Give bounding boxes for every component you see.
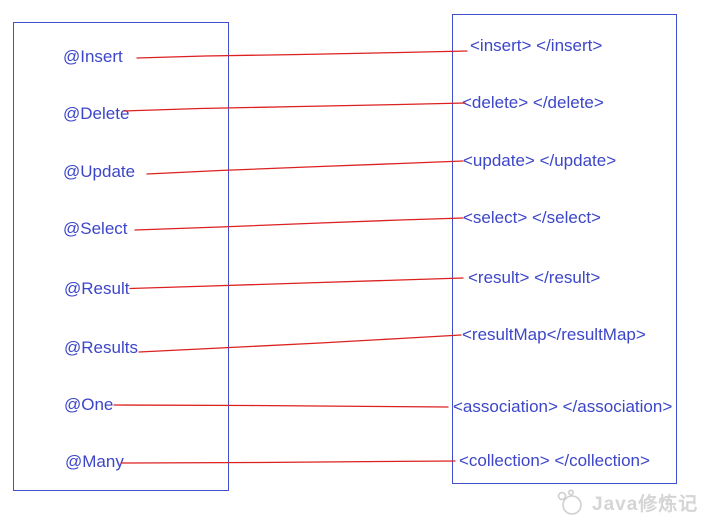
annotation-insert: @Insert <box>63 47 123 66</box>
annotation-select: @Select <box>63 219 128 238</box>
annotations-box <box>13 22 229 491</box>
xml-tag-collection: <collection> </collection> <box>459 451 650 470</box>
annotation-delete: @Delete <box>63 104 130 123</box>
xml-tag-update: <update> </update> <box>463 151 617 170</box>
xml-tag-result: <result> </result> <box>468 268 601 287</box>
xml-tag-select: <select> </select> <box>463 208 601 227</box>
annotation-results: @Results <box>64 338 138 357</box>
xml-tag-delete: <delete> </delete> <box>462 93 604 112</box>
xml-tag-insert: <insert> </insert> <box>470 36 603 55</box>
annotation-one: @One <box>64 395 114 414</box>
watermark-text: Java修炼记 <box>592 493 699 515</box>
watermark: Java修炼记 <box>554 488 698 516</box>
annotation-update: @Update <box>63 162 136 181</box>
xml-tag-resultmap: <resultMap</resultMap> <box>462 325 646 344</box>
annotation-many: @Many <box>65 452 124 471</box>
xml-tags-box <box>452 14 677 484</box>
annotation-result: @Result <box>64 279 130 298</box>
brand-logo-icon <box>554 488 586 516</box>
xml-tag-association: <association> </association> <box>453 397 673 416</box>
